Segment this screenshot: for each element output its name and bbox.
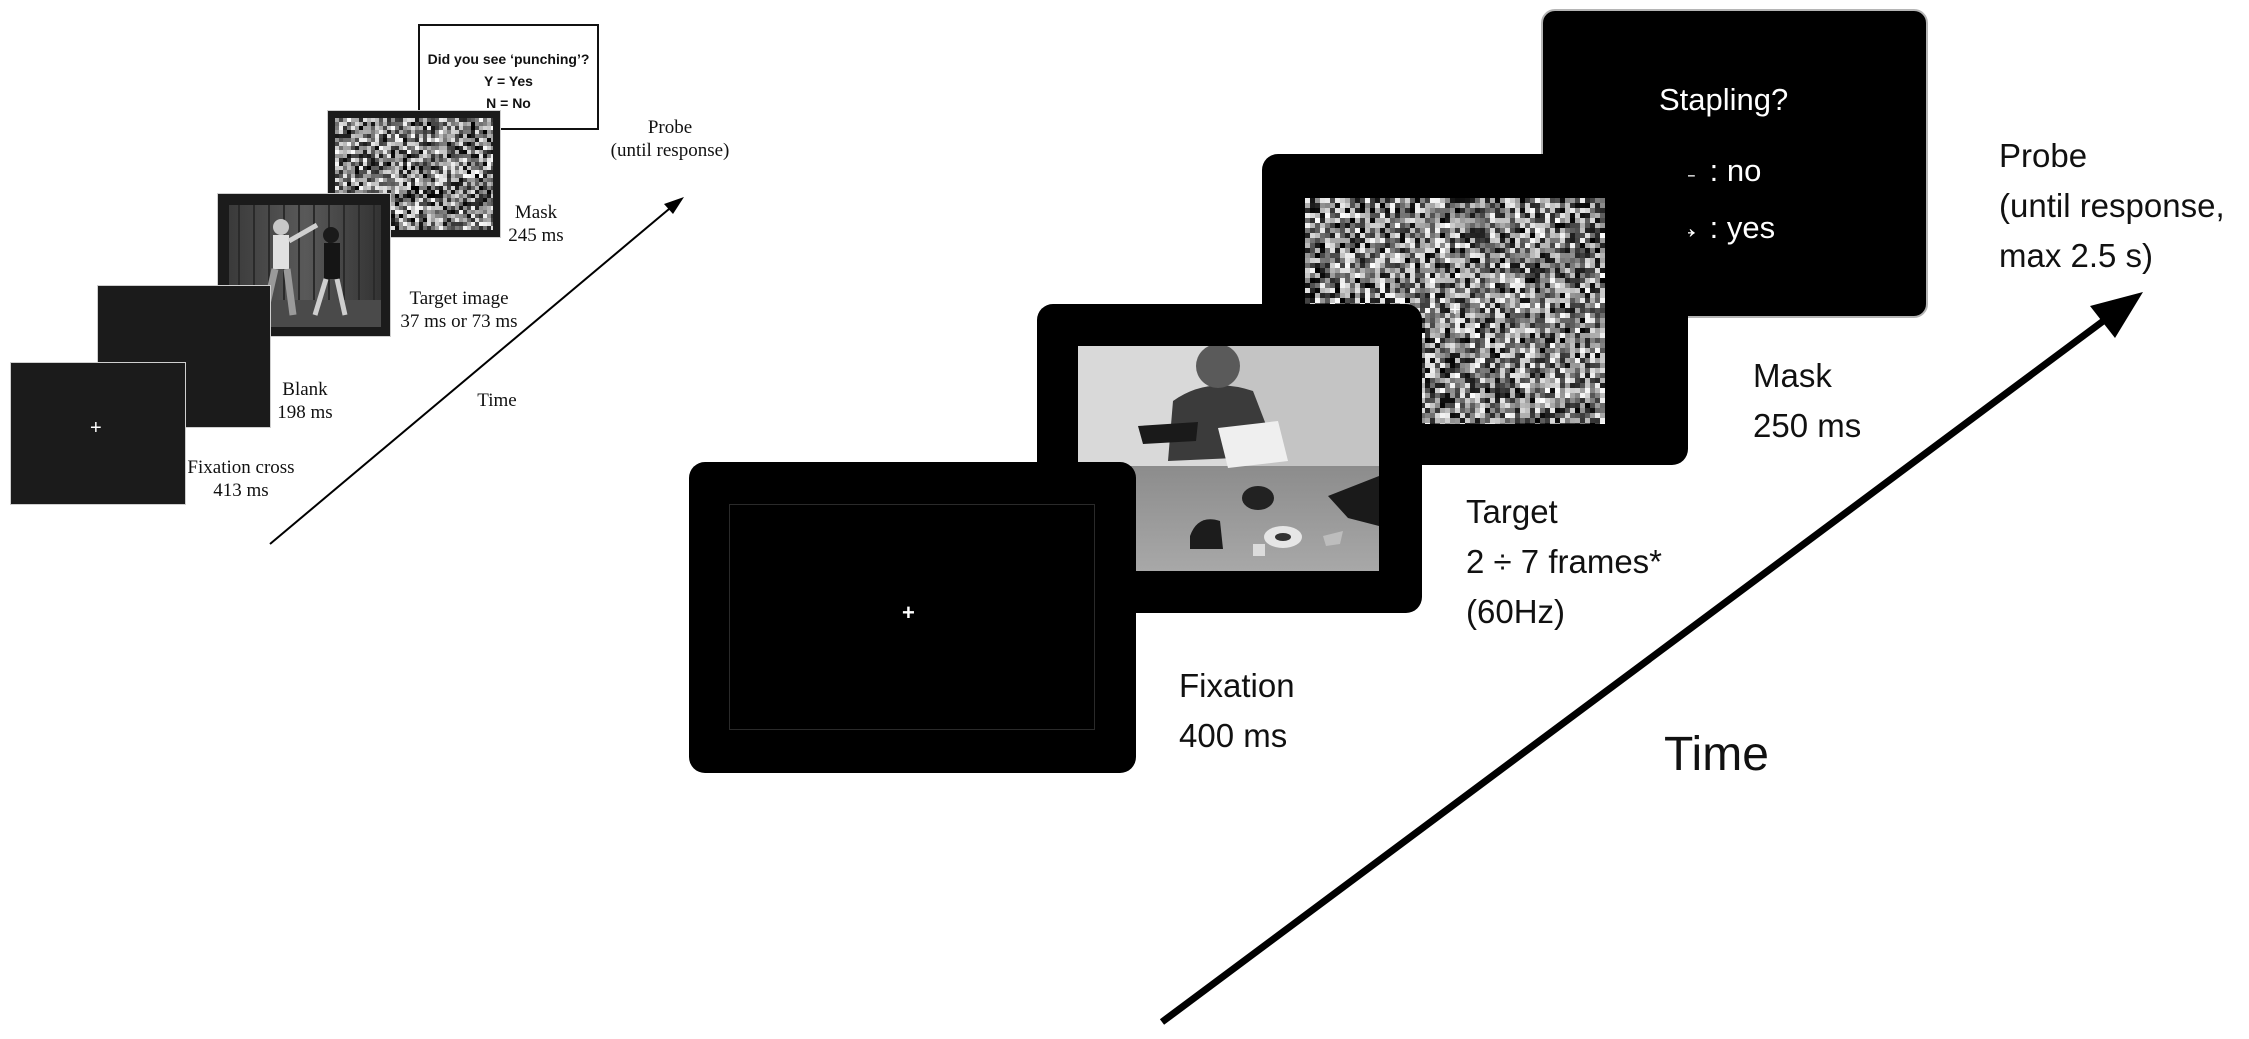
left-fixation-screen: +: [10, 362, 186, 505]
left-label-fixation: Fixation cross 413 ms: [187, 457, 295, 501]
right-label-probe: Probe (until response, max 2.5 s): [1999, 137, 2225, 274]
right-label-fixation: Fixation 400 ms: [1179, 667, 1295, 754]
right-fixation-cross-icon: +: [902, 600, 915, 625]
left-label-target: Target image 37 ms or 73 ms: [400, 288, 518, 332]
left-probe-question: Did you see ‘punching’?: [427, 51, 590, 67]
right-probe-question: Stapling?: [1659, 82, 1789, 117]
left-label-time: Time: [477, 390, 517, 411]
right-fixation-inner-frame: [729, 504, 1095, 730]
right-label-target: Target 2 ÷ 7 frames* (60Hz): [1466, 493, 1663, 630]
left-label-blank: Blank 198 ms: [277, 379, 333, 423]
left-fixation-cross-icon: +: [90, 417, 102, 439]
left-label-mask: Mask 245 ms: [508, 202, 564, 246]
left-label-probe: Probe (until response): [610, 117, 730, 161]
right-mask-cross-icon: +: [1449, 299, 1461, 321]
right-target-screen: [1037, 304, 1422, 613]
left-probe-yes: Y = Yes: [484, 73, 533, 89]
right-target-photo: [1078, 346, 1379, 571]
right-label-time: Time: [1664, 728, 1769, 781]
right-fixation-screen: +: [689, 462, 1136, 773]
right-label-mask: Mask 250 ms: [1753, 357, 1862, 444]
left-probe-no: N = No: [486, 95, 531, 111]
